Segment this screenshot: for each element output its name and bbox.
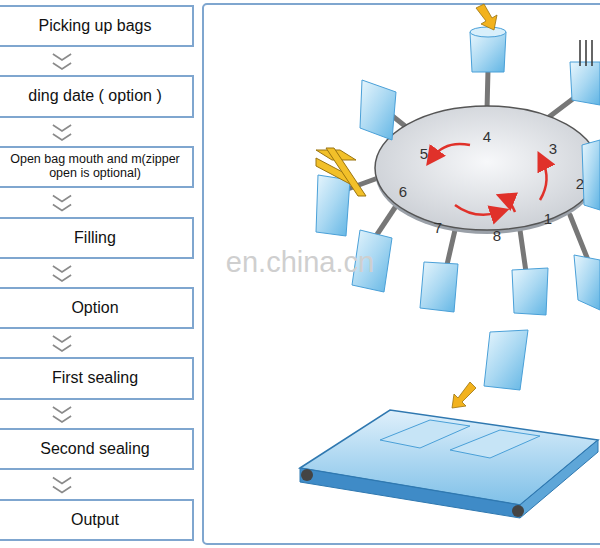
output-bag [484, 330, 528, 390]
bag [574, 255, 600, 310]
step-text: Filling [74, 229, 116, 247]
step-text: Output [71, 511, 119, 529]
step-text: ding date ( option ) [28, 87, 161, 105]
watermark: en.china.cn [226, 246, 374, 279]
flow-chevron [53, 261, 71, 285]
process-box: First sealing [0, 357, 194, 400]
turntable [375, 106, 599, 230]
sealing-bars [316, 148, 366, 196]
step-text: Second sealing [40, 440, 149, 458]
gripper-arms [345, 70, 600, 300]
step-text: Option [71, 299, 118, 317]
bag [470, 32, 506, 72]
conveyor-belt [300, 410, 598, 518]
process-box: ding date ( option ) [0, 75, 194, 118]
yellow-arrows [452, 4, 497, 408]
process-box: Second sealing [0, 428, 194, 470]
station-number: 1 [544, 210, 552, 227]
station-number: 3 [549, 140, 557, 157]
flow-chevron [53, 49, 71, 73]
filler-wires [580, 40, 592, 66]
station-number: 2 [576, 175, 584, 192]
flow-chevron [53, 472, 71, 497]
bag [420, 262, 458, 312]
bag [582, 140, 600, 210]
station-number: 7 [434, 219, 442, 236]
flow-chevron [53, 402, 71, 426]
rotation-arrows [432, 144, 547, 215]
flow-chevron [53, 331, 71, 355]
bag [512, 268, 548, 315]
bags [316, 27, 600, 390]
process-box: Filling [0, 217, 194, 259]
station-number: 8 [493, 227, 501, 244]
step-text: First sealing [52, 369, 138, 387]
step-text: Open bag mouth and m(zipper open is opti… [7, 153, 183, 181]
process-box: Open bag mouth and m(zipper open is opti… [0, 146, 194, 188]
station-number: 5 [420, 145, 428, 162]
process-box: Output [0, 499, 194, 541]
process-box: Option [0, 287, 194, 329]
station-number: 4 [483, 128, 491, 145]
station-number: 6 [399, 183, 407, 200]
panel-frame [203, 4, 600, 544]
bag [360, 80, 396, 140]
bag [316, 175, 350, 236]
process-box: Picking up bags [0, 5, 194, 47]
bag [570, 62, 600, 105]
step-text: Picking up bags [39, 17, 152, 35]
flow-chevron [53, 120, 71, 144]
flow-chevron [53, 190, 71, 215]
